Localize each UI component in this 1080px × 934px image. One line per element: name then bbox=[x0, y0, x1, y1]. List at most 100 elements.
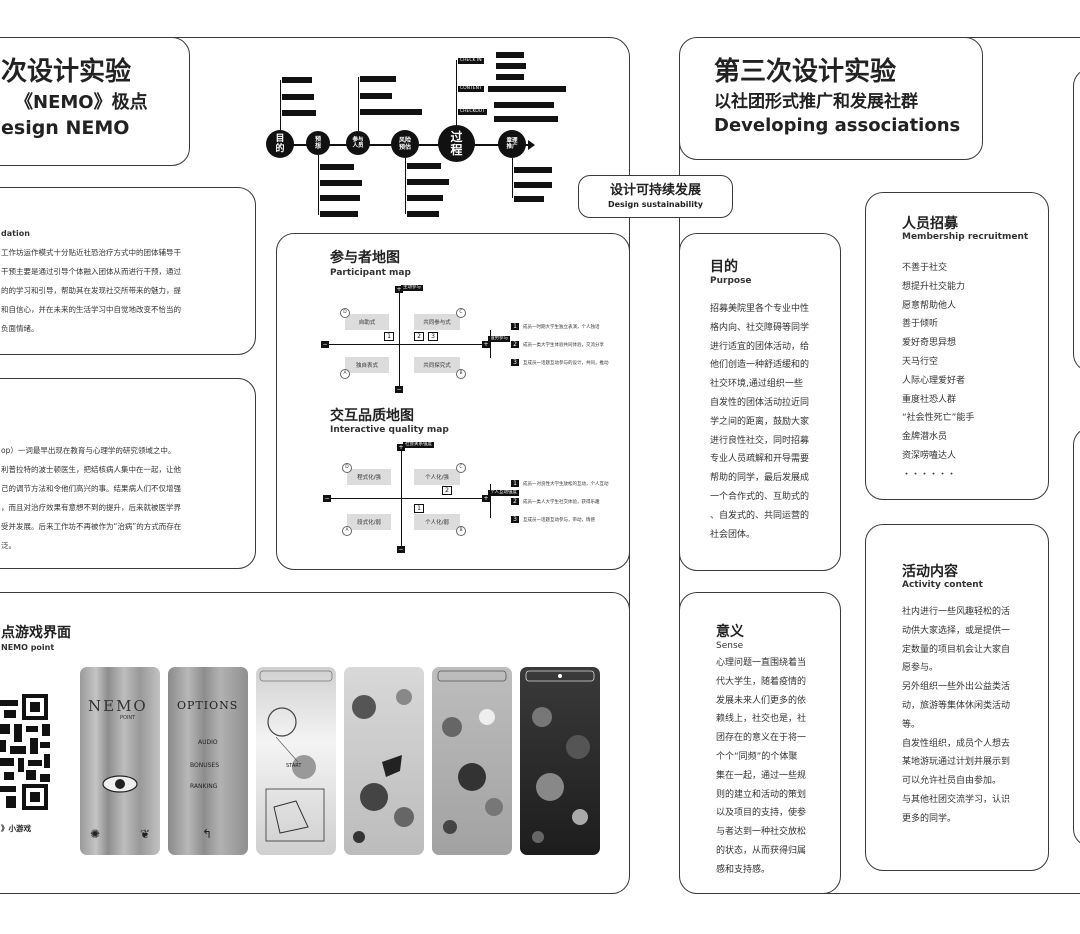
imap-minus-left-icon: − bbox=[323, 495, 331, 502]
pmap-cell-3: 独自表式 bbox=[345, 357, 389, 373]
workshop-text: op）一词最早出现在教育与心理学的研究领域之中。 利普拉特的波士顿医生，把结核病… bbox=[1, 446, 182, 550]
imap-letter-c: C bbox=[456, 463, 466, 473]
game-screen-level1 bbox=[344, 667, 424, 855]
activity-box: 活动内容 Activity content 社内进行一些风趣轻松的活 动供大家选… bbox=[865, 524, 1049, 871]
purpose-title-cn: 目的 bbox=[710, 259, 738, 275]
flow-connector bbox=[280, 80, 281, 130]
flow-connector bbox=[318, 155, 319, 215]
pmap-note-num-3: 3 bbox=[511, 359, 519, 366]
imap-note-num-2: 2 bbox=[511, 498, 519, 505]
imap-minus-icon: − bbox=[397, 546, 405, 553]
sense-text: 心理问题一直围绕着当 代大学生，随着疫情的 发展未来人们更多的依 赖线上，社交也… bbox=[716, 658, 807, 875]
pmap-side-tag: 强势参与 bbox=[488, 336, 510, 342]
pmap-axis-h bbox=[322, 344, 484, 345]
pmap-num-1: 1 bbox=[384, 332, 394, 341]
pmap-minus-left-icon: − bbox=[321, 341, 329, 348]
pmap-cell-2: 共同参与式 bbox=[414, 314, 460, 330]
game-screen-home: NEMO POINT ✺ ❦ bbox=[80, 667, 160, 855]
flow-bar bbox=[496, 74, 524, 80]
pmap-num-3: 3 bbox=[428, 332, 438, 341]
level1-scene bbox=[352, 689, 414, 843]
game-screen-level3 bbox=[520, 667, 600, 855]
flow-bar bbox=[407, 211, 439, 217]
flow-node-process: 过 程 bbox=[438, 125, 475, 162]
sustainability-cn: 设计可持续发展 bbox=[609, 183, 701, 198]
pmap-note-2: 成员一类大学生体验共同体验，交流分享 bbox=[523, 343, 604, 348]
flow-bar bbox=[282, 110, 316, 116]
flow-arrow-icon bbox=[528, 140, 535, 150]
imap-note-1: 成员一对良性大学生放松的互动，个人互动 bbox=[523, 482, 609, 487]
pmap-tail-line bbox=[490, 330, 491, 358]
eye-icon bbox=[102, 775, 138, 793]
start-scene bbox=[259, 670, 333, 842]
flow-connector bbox=[358, 77, 359, 131]
imap-num-2: 2 bbox=[442, 486, 452, 495]
recruit-title-cn: 人员招募 bbox=[902, 216, 958, 232]
sustainability-en: Design sustainability bbox=[607, 200, 704, 209]
flow-bar bbox=[320, 164, 354, 170]
imap-cell-1: 程式化/强 bbox=[347, 469, 391, 485]
participant-map-title: 参与者地图 bbox=[330, 250, 400, 266]
pmap-cell-4: 共同探究式 bbox=[414, 357, 460, 373]
imap-tail-line bbox=[490, 484, 491, 518]
qr-code bbox=[0, 690, 52, 814]
flow-bar bbox=[496, 63, 526, 69]
flow-bar bbox=[282, 77, 312, 83]
pmap-note-1: 成员一时期大学生独立表演，个人独话 bbox=[523, 325, 600, 330]
imap-letter-d: D bbox=[342, 463, 352, 473]
options-title: OPTIONS bbox=[177, 699, 239, 712]
flow-node-expect: 预 想 bbox=[306, 131, 330, 155]
flow-bar bbox=[407, 163, 441, 169]
right-title-cn: 第三次设计实验 bbox=[714, 57, 897, 87]
pmap-top-tag: 主动参与 bbox=[401, 285, 423, 291]
flow-node-promote: 章理 推广 bbox=[498, 130, 526, 158]
workshop-box: op）一词最早出现在教育与心理学的研究领域之中。 利普拉特的波士顿医生，把结核病… bbox=[0, 378, 256, 569]
pmap-note-num-2: 2 bbox=[511, 341, 519, 348]
left-title-cn: 次设计实验 bbox=[1, 57, 132, 87]
leaf-icon: ❦ bbox=[140, 827, 151, 841]
pmap-letter-c: C bbox=[456, 308, 466, 318]
level3-scene bbox=[525, 670, 595, 843]
flow-node-risk: 风险 预估 bbox=[391, 130, 419, 158]
flow-tag-checkout: CHECKOUT bbox=[458, 109, 487, 115]
purpose-title-en: Purpose bbox=[710, 276, 752, 286]
imap-letter-a: A bbox=[342, 526, 352, 536]
left-title-box: 次设计实验 《NEMO》极点 esign NEMO bbox=[0, 37, 190, 166]
imap-plus-icon: + bbox=[397, 444, 405, 451]
interactive-map-title: 交互品质地图 bbox=[330, 408, 414, 424]
flow-connector bbox=[456, 60, 457, 126]
options-ranking: RANKING bbox=[190, 783, 218, 790]
options-audio: AUDIO bbox=[198, 739, 218, 746]
qr-caption: 》小游戏 bbox=[1, 824, 31, 833]
left-title-sub: 《NEMO》极点 bbox=[15, 92, 148, 113]
imap-plus-right-icon: + bbox=[482, 495, 490, 502]
maps-box: 参与者地图 Participant map + − − + 主动参与 强势参与 … bbox=[276, 233, 630, 570]
recruit-title-en: Membership recruitment bbox=[902, 232, 1029, 242]
sense-title-en: Sense bbox=[716, 641, 744, 651]
game-title-en: NEMO point bbox=[1, 643, 55, 652]
flow-node-purpose: 目 的 bbox=[266, 130, 294, 158]
recruit-list: 不善于社交 想提升社交能力 愿意帮助他人 善于倾听 爱好奇思异想 天马行空 人际… bbox=[902, 263, 975, 480]
participant-map-title-en: Participant map bbox=[330, 268, 411, 278]
flow-bar bbox=[407, 195, 443, 201]
sustainability-pill: 设计可持续发展 Design sustainability bbox=[578, 175, 733, 218]
pmap-axis-v bbox=[399, 290, 400, 388]
gear-icon: ✺ bbox=[90, 827, 101, 841]
foundation-text: 工作坊运作模式十分贴近社恐治疗方式中的团体辅导干 干预主要是通过引导个体融入团体… bbox=[1, 248, 181, 333]
pmap-note-3: 互成员一话题互动参与的设计，共同，推动 bbox=[523, 361, 609, 366]
imap-cell-3: 段式化/弱 bbox=[347, 514, 391, 530]
game-screen-level2 bbox=[432, 667, 512, 855]
imap-note-3: 互成员一话题互动参与，带动，情感 bbox=[523, 518, 595, 523]
flow-bar bbox=[407, 179, 449, 185]
level2-scene bbox=[437, 670, 507, 834]
imap-cell-2: 个人化/强 bbox=[414, 469, 460, 485]
game-screen-start: START bbox=[256, 667, 336, 855]
flow-bar bbox=[360, 93, 392, 99]
imap-note-num-3: 3 bbox=[511, 516, 519, 523]
flow-bar bbox=[514, 182, 552, 188]
pmap-note-num-1: 1 bbox=[511, 323, 519, 330]
pmap-num-2: 2 bbox=[414, 332, 424, 341]
left-title-en: esign NEMO bbox=[1, 117, 130, 139]
flow-bar bbox=[360, 76, 396, 82]
flow-bar bbox=[496, 52, 524, 58]
